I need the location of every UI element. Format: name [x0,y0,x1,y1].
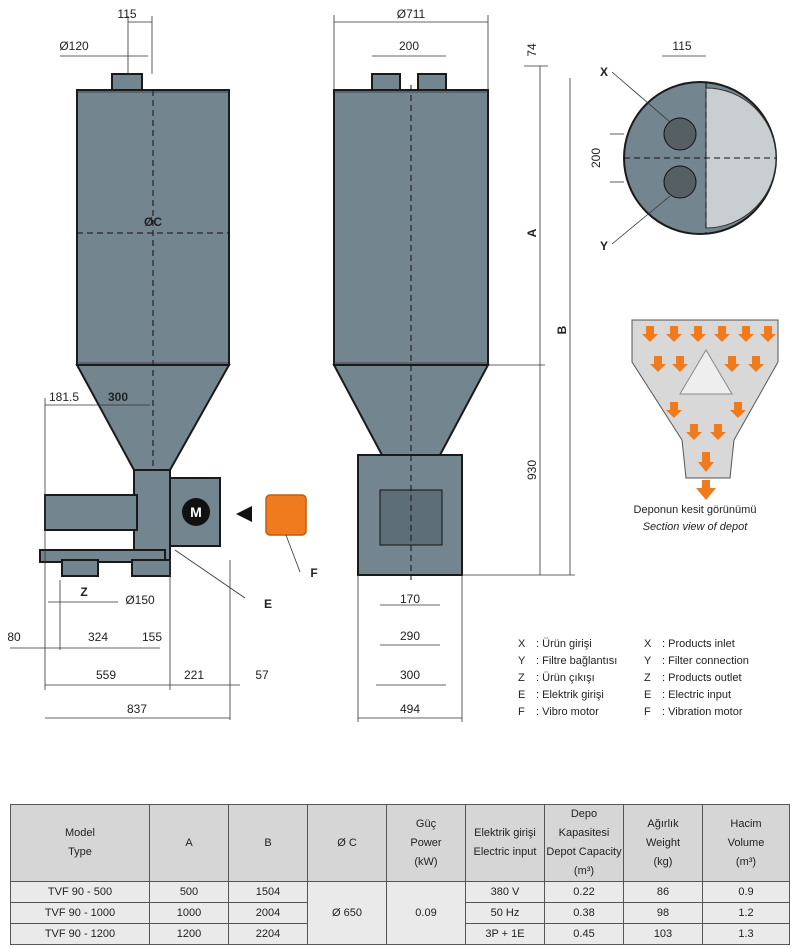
legend-row: Y: Filter connection [644,655,749,667]
dim-200-side: 200 [399,39,419,53]
legend-row: E: Electric input [644,689,732,701]
section-outline [631,319,779,479]
legend-tr: X: Ürün girişi Y: Filtre bağlantısı Z: Ü… [518,636,617,721]
arrow-to-motor [236,506,252,522]
screw-feeder [44,494,138,531]
front-outlet-column [133,469,171,561]
top-inlet-x [663,117,697,151]
legend-row: E: Elektrik girişi [518,689,604,701]
dim-115-top: 115 [672,39,691,53]
dim-837: 837 [127,702,147,716]
dim-300-side: 300 [400,668,420,682]
cell-c-shared: Ø 650 [307,881,387,945]
legend-row: Y: Filtre bağlantısı [518,655,618,667]
dim-181-5: 181.5 [49,390,79,404]
front-inlet-neck [111,73,143,91]
legend-row: F: Vibro motor [518,706,599,718]
dim-b: B [555,325,569,334]
section-flow-arrows [642,326,776,500]
dim-170: 170 [400,592,420,606]
vibro-motor-f [265,494,307,536]
dim-d120: Ø120 [59,39,89,53]
dim-d150: Ø150 [125,593,155,607]
legend-row: F: Vibration motor [644,706,743,718]
top-view: 115 200 X Y [589,39,777,253]
section-caption-en: Section view of depot [642,521,748,533]
dim-930: 930 [525,460,539,480]
dim-74: 74 [525,43,539,57]
legend-row: Z: Ürün çıkışı [518,672,595,684]
label-f: F [310,566,317,580]
dim-diameter-c: ØC [144,215,162,229]
table-row: TVF 90 - 1200 1200 2204 3P + 1E 0.45 103… [10,923,790,945]
legend-row: Z: Products outlet [644,672,742,684]
legend-row: X: Ürün girişi [518,638,592,650]
dim-115: 115 [117,7,136,21]
legend-en: X: Products inlet Y: Filter connection Z… [644,636,749,721]
front-view: M 115 Ø120 ØC 181.5 300 Z Ø150 80 324 15 [7,7,318,720]
dim-80: 80 [7,630,21,644]
dim-494: 494 [400,702,420,716]
th-c: Ø C [307,804,387,882]
motor-label: M [190,504,202,520]
side-view: Ø711 200 74 A B 930 170 290 300 494 [332,7,575,722]
cell-power-shared: 0.09 [386,881,466,945]
dim-300: 300 [108,390,128,404]
section-caption-tr: Deponun kesit görünümü [633,504,757,516]
section-view [631,319,779,500]
side-inlet-y [417,73,447,91]
outlet-z [61,559,99,577]
dim-221: 221 [184,668,204,682]
dim-a: A [525,228,539,237]
dim-200-top: 200 [589,148,603,168]
technical-drawing: M 115 Ø120 ØC 181.5 300 Z Ø150 80 324 15 [7,7,779,722]
top-inlet-y [663,165,697,199]
th-b: B [228,804,308,882]
dim-57: 57 [255,668,269,682]
dim-559: 559 [96,668,116,682]
support-foot [131,559,171,577]
table-row: TVF 90 - 500 500 1504 Ø 650 0.09 380 V 0… [10,881,790,945]
top-inner-plate [705,87,777,229]
label-e: E [264,597,272,611]
dim-290: 290 [400,629,420,643]
side-inlet-x [371,73,401,91]
label-z: Z [80,585,87,599]
label-x: X [600,65,608,79]
dim-155: 155 [142,630,162,644]
motor-symbol [182,498,210,526]
th-a: A [149,804,229,882]
section-cone-insert [679,349,733,395]
dim-324: 324 [88,630,108,644]
dim-d711: Ø711 [397,7,426,21]
legend-row: X: Products inlet [644,638,735,650]
label-y: Y [600,239,608,253]
